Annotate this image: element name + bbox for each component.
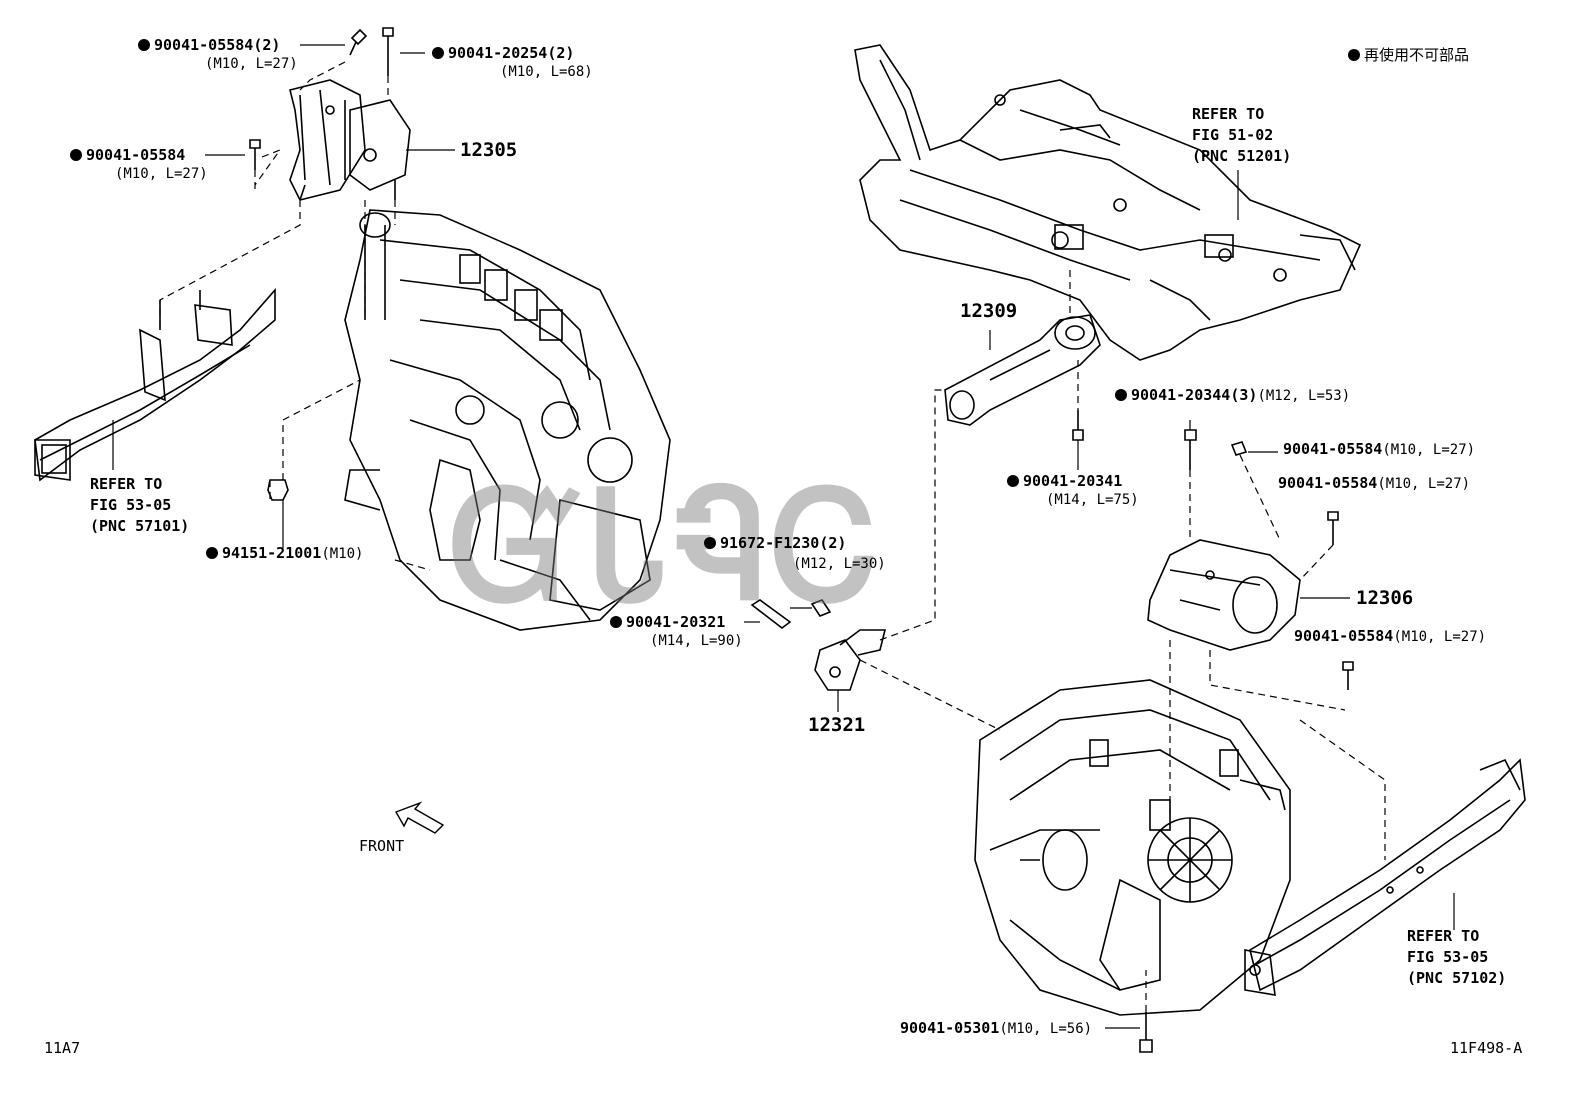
part-number: 91672-F1230(2) <box>720 534 847 552</box>
part-spec: (M12, L=53) <box>1257 388 1351 404</box>
reference-line: REFER TO <box>1192 105 1265 123</box>
reuse-restricted-marker-icon <box>610 616 622 628</box>
part-spec: (M10, L=56) <box>999 1021 1093 1037</box>
front-arrow-icon <box>394 801 445 834</box>
reference-line: (PNC 57102) <box>1407 969 1507 987</box>
part-spec: (M14, L=90) <box>650 633 743 649</box>
part-spec: (M10, L=27) <box>1382 442 1476 458</box>
part-label[interactable]: 90041-20341 <box>1007 473 1122 490</box>
part-label[interactable]: 90041-05584 <box>70 147 185 164</box>
left-member-drawing <box>34 287 276 482</box>
part-label[interactable]: 90041-20344(3)(M12, L=53) <box>1115 387 1350 404</box>
part-label[interactable]: 90041-20254(2) <box>432 45 574 62</box>
part-spec: (M12, L=30) <box>793 556 886 572</box>
reference-line: REFER TO <box>1407 927 1480 945</box>
reference-line: REFER TO <box>90 475 163 493</box>
part-number: 90041-20321 <box>626 613 726 631</box>
reuse-restricted-marker-icon <box>206 547 218 559</box>
part-spec: (M10) <box>321 546 364 562</box>
part-number: 90041-05584 <box>1278 474 1378 492</box>
part-number: 90041-05584 <box>1283 440 1383 458</box>
front-label: FRONT <box>359 837 405 855</box>
part-number: 90041-20341 <box>1023 472 1123 490</box>
part-number: 90041-05301 <box>900 1019 1000 1037</box>
part-label[interactable]: 90041-05301(M10, L=56) <box>900 1019 1093 1038</box>
part-spec: (M10, L=27) <box>205 56 298 72</box>
assembly-number-12305[interactable]: 12305 <box>460 139 518 161</box>
illustration-code: 11F498-A <box>1450 1039 1523 1057</box>
transmission-drawing <box>974 679 1291 1016</box>
part-number: 90041-20254(2) <box>448 44 575 62</box>
assembly-number-12321[interactable]: 12321 <box>808 714 866 736</box>
part-number: 90041-05584(2) <box>154 36 281 54</box>
mount-12306-drawing <box>1147 539 1301 651</box>
part-label[interactable]: 90041-05584(M10, L=27) <box>1278 474 1471 493</box>
part-label[interactable]: 90041-05584(2) <box>138 37 280 54</box>
assembly-number-12309[interactable]: 12309 <box>960 300 1018 322</box>
legend-text: 再使用不可部品 <box>1364 46 1470 64</box>
reference-line: FIG 53-05 <box>1407 948 1489 966</box>
reference-fig-51-02[interactable]: REFER TO FIG 51-02 (PNC 51201) <box>1192 104 1291 167</box>
part-label[interactable]: 91672-F1230(2) <box>704 535 846 552</box>
reference-fig-53-05-left[interactable]: REFER TO FIG 53-05 (PNC 57101) <box>90 474 189 537</box>
page-code-left: 11A7 <box>44 1039 81 1057</box>
part-number: 90041-20344(3) <box>1131 386 1258 404</box>
reference-line: FIG 51-02 <box>1192 126 1274 144</box>
part-label[interactable]: 90041-05584(M10, L=27) <box>1283 440 1476 459</box>
bracket-12321-drawing <box>814 629 887 691</box>
part-spec: (M10, L=27) <box>115 166 208 182</box>
part-label[interactable]: 90041-05584(M10, L=27) <box>1294 627 1487 646</box>
reuse-restricted-marker-icon <box>432 47 444 59</box>
reuse-restricted-marker-icon <box>1007 475 1019 487</box>
part-label[interactable]: 94151-21001(M10) <box>206 545 364 562</box>
reuse-restricted-marker-icon <box>70 149 82 161</box>
reference-fig-53-05-right[interactable]: REFER TO FIG 53-05 (PNC 57102) <box>1407 926 1506 989</box>
mount-12305-drawing <box>289 79 411 201</box>
reuse-restricted-marker-icon <box>138 39 150 51</box>
assembly-number-12306[interactable]: 12306 <box>1356 587 1414 609</box>
part-number: 90041-05584 <box>1294 627 1394 645</box>
part-label[interactable]: 90041-20321 <box>610 614 725 631</box>
part-spec: (M10, L=27) <box>1393 629 1487 645</box>
engine-block-drawing <box>344 209 671 631</box>
part-spec: (M14, L=75) <box>1046 492 1139 508</box>
mount-12309-drawing <box>944 314 1101 426</box>
reference-line: (PNC 51201) <box>1192 147 1292 165</box>
part-number: 90041-05584 <box>86 146 186 164</box>
legend: 再使用不可部品 <box>1348 47 1469 64</box>
reuse-restricted-marker-icon <box>1115 389 1127 401</box>
reuse-restricted-marker-icon <box>1348 49 1360 61</box>
reuse-restricted-marker-icon <box>704 537 716 549</box>
part-number: 94151-21001 <box>222 544 322 562</box>
reference-line: FIG 53-05 <box>90 496 172 514</box>
reference-line: (PNC 57101) <box>90 517 190 535</box>
subframe-drawing <box>854 44 1362 361</box>
part-spec: (M10, L=68) <box>500 64 593 80</box>
right-member-drawing <box>1244 758 1526 996</box>
bolt-icons <box>249 27 1354 1053</box>
watermark: ᏳᏓᏄᏟ <box>450 460 885 634</box>
part-spec: (M10, L=27) <box>1377 476 1471 492</box>
